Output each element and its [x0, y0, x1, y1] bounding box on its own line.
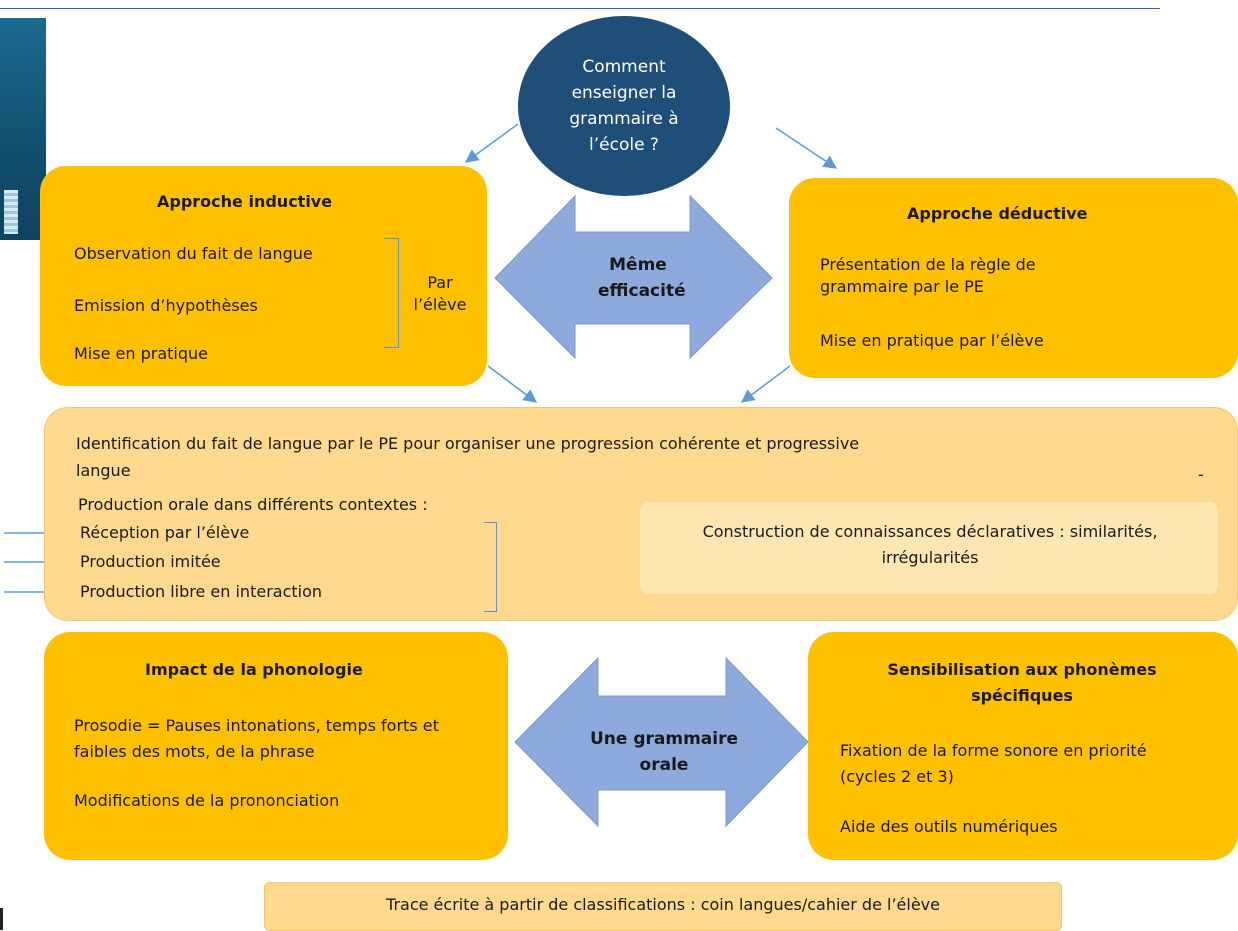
identification-line-2: langue — [76, 461, 131, 480]
inductive-title: Approche inductive — [157, 192, 333, 211]
book-cover-strip — [4, 190, 18, 234]
arrow-circle-to-inductive — [464, 123, 519, 163]
oral-grammar-label: Une grammaire orale — [589, 729, 739, 775]
inductive-box — [40, 166, 487, 386]
pronunciation-text: Modifications de la prononciation — [74, 791, 340, 810]
same-efficiency-label: Même efficacité — [598, 255, 686, 301]
book-cover-fragment — [0, 18, 46, 240]
phonemes-item-1: Fixation de la forme sonore en priorité … — [840, 741, 1147, 786]
phonemes-box — [808, 632, 1238, 860]
list-bracket — [484, 522, 497, 612]
inductive-item-2: Emission d’hypothèses — [74, 296, 258, 315]
phonology-title: Impact de la phonologie — [145, 660, 363, 679]
trace-text: Trace écrite à partir de classifications… — [386, 895, 940, 914]
list-item-imitation: Production imitée — [80, 552, 221, 571]
arrow-inductive-to-middle — [487, 365, 538, 403]
prosody-text: Prosodie = Pauses intonations, temps for… — [74, 716, 439, 761]
top-link-line — [0, 0, 1160, 9]
list-item-reception: Réception par l’élève — [80, 523, 250, 542]
identification-line-1: Identification du fait de langue par le … — [76, 434, 860, 453]
deductive-box — [789, 178, 1238, 378]
trace-box — [264, 882, 1062, 931]
inductive-item-1: Observation du fait de langue — [74, 244, 313, 263]
double-arrow-top — [494, 194, 773, 360]
deductive-title: Approche déductive — [907, 204, 1088, 223]
deductive-item-1: Présentation de la règle de grammaire pa… — [820, 255, 1036, 296]
phonemes-item-2: Aide des outils numériques — [840, 817, 1058, 836]
edge-mark — [0, 908, 3, 930]
inductive-bracket — [384, 238, 399, 348]
arrow-deductive-to-middle — [740, 365, 791, 403]
list-item-free-production: Production libre en interaction — [80, 582, 323, 601]
identification-dash: - — [1198, 465, 1204, 484]
phonemes-title: Sensibilisation aux phonèmes spécifiques — [887, 660, 1157, 705]
knowledge-text: Construction de connaissances déclarativ… — [702, 522, 1158, 567]
inductive-item-3: Mise en pratique — [74, 344, 208, 363]
phonology-box — [44, 632, 508, 860]
question-text: Comment enseigner la grammaire à l’école… — [569, 57, 679, 155]
question-circle: Comment enseigner la grammaire à l’école… — [518, 16, 730, 196]
by-student-label: Par l’élève — [413, 273, 467, 314]
deductive-item-2: Mise en pratique par l’élève — [820, 331, 1044, 350]
knowledge-box — [640, 502, 1218, 594]
oral-production-heading: Production orale dans différents context… — [78, 495, 428, 514]
arrow-circle-to-deductive — [775, 127, 838, 169]
